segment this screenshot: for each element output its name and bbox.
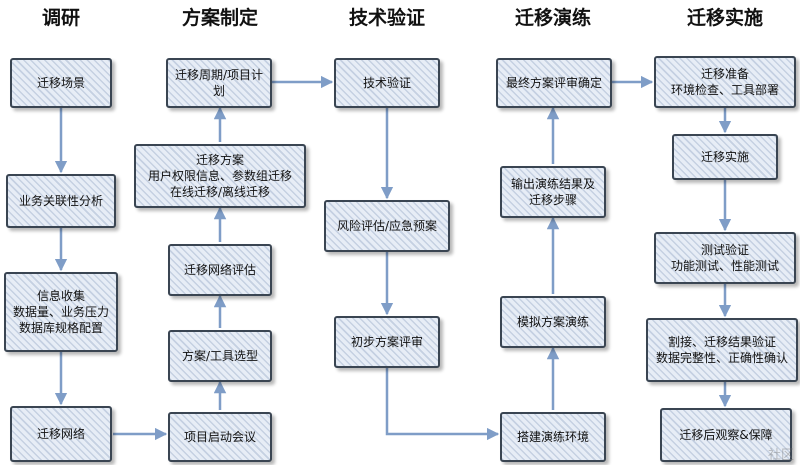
node-info-line-2: 数据量、业务压力	[12, 305, 109, 319]
node-risk-assessment: 风险评估/应急预案	[324, 200, 450, 252]
node-migration-network-label: 迁移网络	[36, 427, 85, 441]
title-research: 调研	[41, 7, 80, 29]
node-build-environment: 搭建演练环境	[500, 412, 606, 462]
node-build-environment-label: 搭建演练环境	[516, 430, 589, 444]
node-migration-prep: 迁移准备 环境检查、工具部署	[654, 56, 796, 108]
node-kickoff-meeting-label: 项目启动会议	[183, 430, 256, 444]
node-business-analysis-label: 业务关联性分析	[18, 194, 103, 208]
title-verify: 技术验证	[348, 7, 425, 29]
node-final-review-label: 最终方案评审确定	[505, 76, 602, 90]
node-migration-exec-label: 迁移实施	[700, 150, 749, 164]
node-info-line-3: 数据库规格配置	[18, 321, 103, 335]
title-plan: 方案制定	[181, 7, 258, 29]
node-scheme-line-3: 在线迁移/离线迁移	[169, 185, 271, 199]
node-migration-exec: 迁移实施	[672, 134, 778, 180]
node-cutover: 割接、迁移结果验证 数据完整性、正确性确认	[646, 318, 798, 382]
node-network-eval-label: 迁移网络评估	[183, 263, 256, 277]
node-tech-verify: 技术验证	[334, 58, 440, 108]
node-migration-network: 迁移网络	[10, 406, 112, 462]
node-cutover-line-1: 割接、迁移结果验证	[667, 335, 776, 349]
node-network-eval: 迁移网络评估	[168, 244, 272, 296]
node-test-verify: 测试验证 功能测试、性能测试	[654, 232, 796, 284]
node-cycle-plan: 迁移周期/项目计 划	[166, 58, 272, 108]
node-scenario: 迁移场景	[10, 58, 112, 108]
arrow-review-to-buildenv	[385, 368, 500, 441]
node-test-line-2: 功能测试、性能测试	[670, 259, 779, 273]
watermark: 社区	[767, 448, 794, 463]
node-output-line-1: 输出演练结果及	[510, 177, 595, 191]
node-tech-verify-label: 技术验证	[362, 76, 411, 90]
node-prep-line-2: 环境检查、工具部署	[670, 83, 779, 97]
node-test-line-1: 测试验证	[700, 243, 749, 257]
title-implement: 迁移实施	[686, 7, 763, 29]
node-scheme-line-1: 迁移方案	[195, 153, 244, 167]
node-initial-review: 初步方案评审	[334, 316, 440, 368]
node-tool-selection: 方案/工具选型	[168, 330, 272, 382]
node-info-line-1: 信息收集	[36, 289, 85, 303]
node-simulate-rehearsal-label: 模拟方案演练	[516, 315, 589, 329]
node-info-collection: 信息收集 数据量、业务压力 数据库规格配置	[4, 272, 118, 352]
node-migration-scheme: 迁移方案 用户权限信息、参数组迁移 在线迁移/离线迁移	[134, 144, 306, 208]
node-scenario-label: 迁移场景	[36, 76, 85, 90]
node-business-analysis: 业务关联性分析	[6, 174, 116, 228]
node-prep-line-1: 迁移准备	[700, 67, 749, 81]
node-tool-selection-label: 方案/工具选型	[181, 349, 259, 363]
node-initial-review-label: 初步方案评审	[350, 335, 423, 349]
node-output-line-2: 迁移步骤	[528, 193, 577, 207]
node-final-review: 最终方案评审确定	[496, 58, 612, 108]
node-scheme-line-2: 用户权限信息、参数组迁移	[147, 169, 292, 183]
node-cutover-line-2: 数据完整性、正确性确认	[655, 351, 788, 365]
node-simulate-rehearsal: 模拟方案演练	[500, 296, 606, 348]
node-cycle-line-2: 划	[212, 84, 225, 98]
node-kickoff-meeting: 项目启动会议	[168, 412, 272, 462]
node-cycle-line-1: 迁移周期/项目计	[174, 68, 264, 82]
node-post-observe-label: 迁移后观察&保障	[679, 428, 773, 442]
node-output-results: 输出演练结果及 迁移步骤	[500, 166, 606, 218]
node-risk-assessment-label: 风险评估/应急预案	[336, 219, 438, 233]
node-post-observe: 迁移后观察&保障	[660, 408, 792, 462]
title-rehearsal: 迁移演练	[514, 7, 591, 29]
